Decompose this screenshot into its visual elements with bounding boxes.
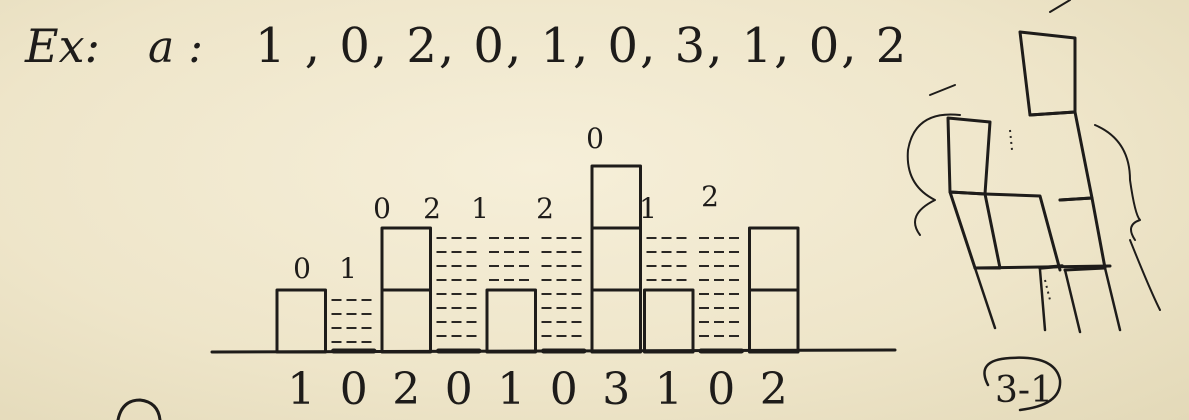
example-prefix: Ex: (24, 19, 100, 73)
bar-cell (590, 226, 642, 292)
bar-cell (643, 288, 695, 354)
sequence-text: 1 , 0, 2, 0, 1, 0, 3, 1, 0, 2 (255, 18, 908, 74)
bar-cell (748, 226, 800, 292)
bottom-label: 2 (760, 364, 788, 415)
top-label: 2 (536, 192, 554, 225)
top-label: 0 (586, 122, 604, 155)
top-label: 1 (471, 192, 489, 225)
bottom-label: 1 (287, 364, 315, 415)
bar-cell (380, 226, 432, 292)
bottom-label: 0 (445, 364, 473, 415)
bottom-label: 0 (707, 364, 735, 415)
top-label: 0 (373, 192, 391, 225)
formula-text: 3-1 (995, 370, 1053, 411)
top-label: 1 (639, 192, 657, 225)
bottom-label: 0 (550, 364, 578, 415)
bottom-label: 0 (340, 364, 368, 415)
bottom-label: 1 (655, 364, 683, 415)
top-label: 0 (293, 252, 311, 285)
bottom-label: 1 (497, 364, 525, 415)
bottom-label: 3 (602, 364, 630, 415)
bar-cell (748, 288, 800, 354)
sequence-label: a : (148, 22, 203, 73)
bar-cell (590, 164, 642, 230)
top-label: 1 (339, 252, 357, 285)
bar-cell (485, 288, 537, 354)
stray-circle-mark (116, 398, 162, 420)
top-label: 2 (701, 180, 719, 213)
bar-cell (590, 288, 642, 354)
bar-cell (275, 288, 327, 354)
bar-cell (380, 288, 432, 354)
top-label: 2 (423, 192, 441, 225)
bottom-label: 2 (392, 364, 420, 415)
side-sketch: 3-1 (906, 0, 1161, 412)
